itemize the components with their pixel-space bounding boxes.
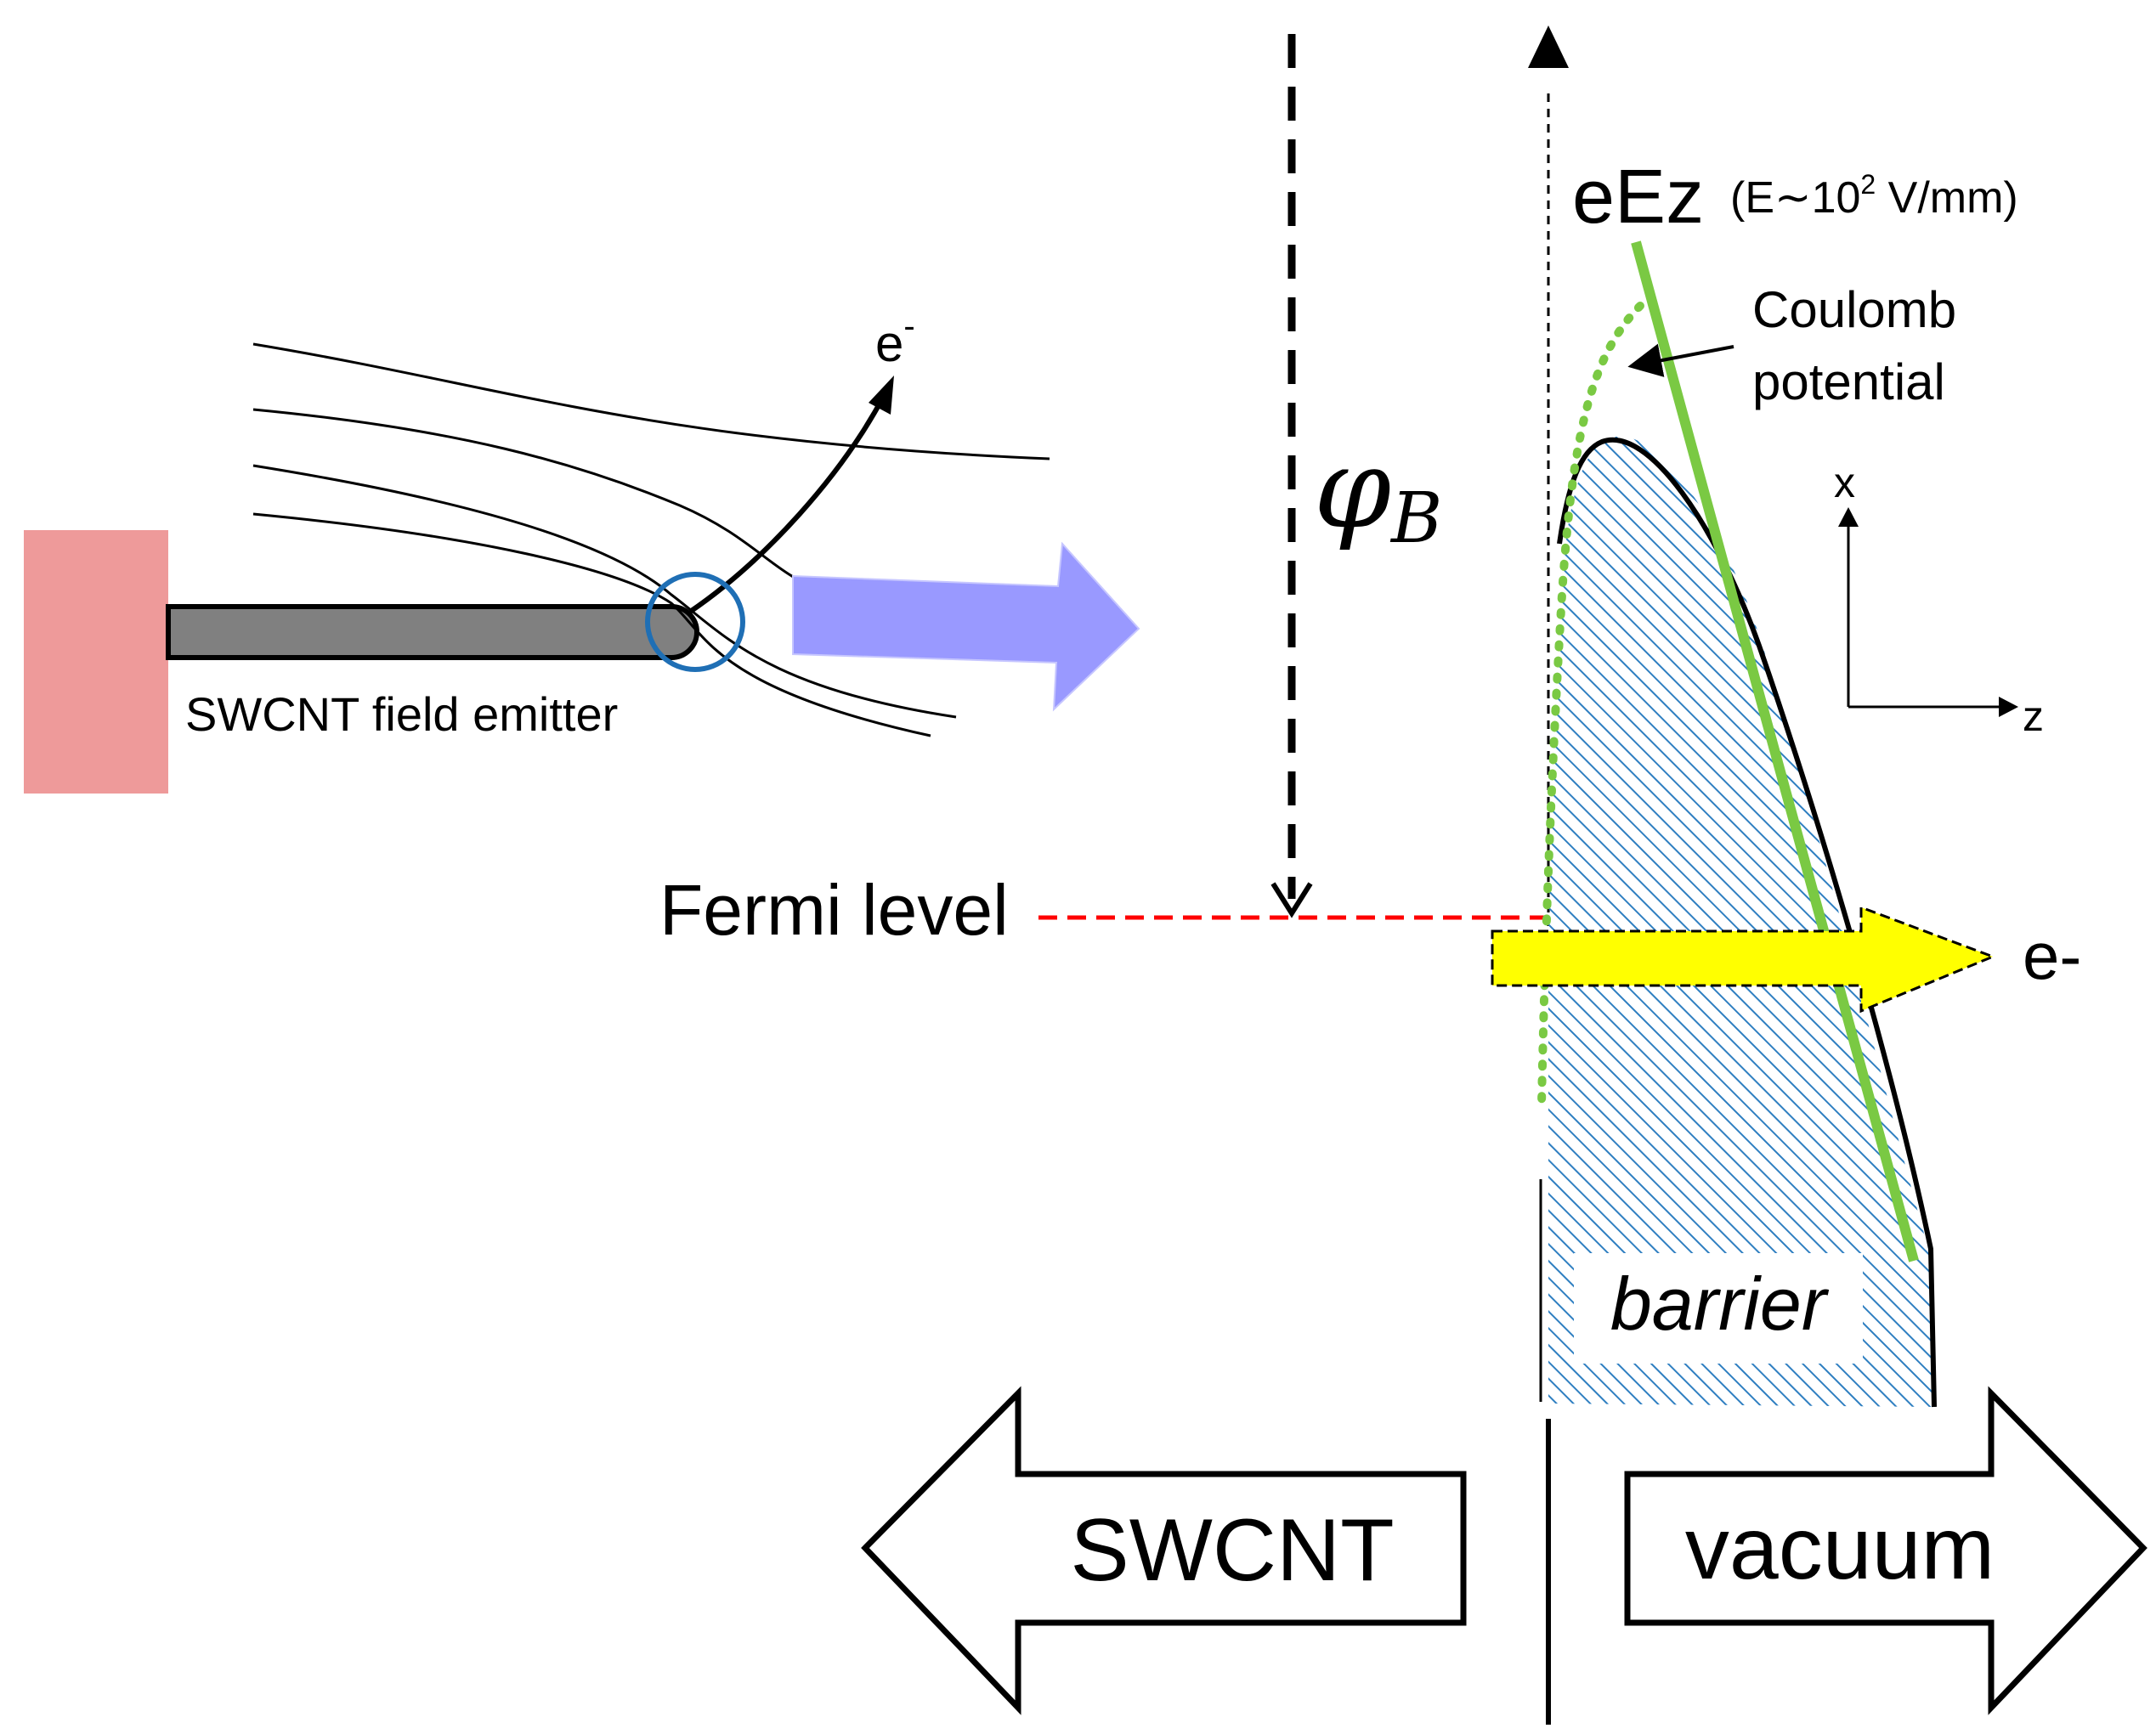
electron-trajectory-head: [869, 376, 894, 415]
coulomb-potential-curve: [1537, 302, 1644, 1109]
coulomb-pointer: [1627, 343, 1734, 377]
swcnt-region-arrow: [861, 1386, 1467, 1715]
nanotube: [166, 604, 699, 660]
eez-potential-line: [1631, 240, 1919, 1262]
barrier-curve: [1557, 437, 1937, 1408]
vacuum-region-arrow: [1624, 1386, 2148, 1715]
electron-trajectory: [688, 394, 886, 614]
work-function-label: φB: [1314, 424, 1442, 559]
tunneling-electron-label: e-: [2023, 918, 2081, 993]
substrate-block: [24, 530, 168, 794]
axis-z-label: z: [2023, 692, 2044, 740]
coordinate-axes: x z: [1834, 459, 2044, 740]
coulomb-label-line2: potential: [1752, 353, 1945, 410]
axis-x-label: x: [1834, 459, 1855, 506]
tunneling-electron-arrow: [1491, 905, 1997, 1014]
swcnt-region-label: SWCNT: [1070, 1501, 1394, 1600]
field-direction-arrow: [792, 541, 1140, 712]
field-strength-note: (E∼102 V/mm): [1730, 169, 2018, 223]
emitter-label: SWCNT field emitter: [185, 687, 618, 741]
barrier-label-bg: [1574, 1253, 1863, 1364]
barrier-label: barrier: [1610, 1262, 1830, 1346]
energy-axis-arrowhead: [1528, 25, 1569, 68]
energy-diagram: φB Fermi level barrier eEz (E∼102 V/mm) …: [659, 25, 2081, 1725]
field-lines: [252, 342, 1050, 737]
emission-tip-circle: [645, 572, 745, 672]
coulomb-label-line1: Coulomb: [1752, 281, 1956, 338]
vacuum-region-label: vacuum: [1685, 1500, 1995, 1598]
work-function-arrowhead: [1270, 882, 1313, 918]
fermi-level-label: Fermi level: [659, 870, 1009, 950]
potential-barrier: [1548, 436, 1934, 1408]
emitted-electron-label: e-: [875, 308, 915, 372]
region-arrows: SWCNT vacuum: [861, 1386, 2148, 1715]
eez-label: eEz: [1572, 155, 1704, 240]
emitter-sketch: e- SWCNT field emitter: [24, 308, 1140, 794]
